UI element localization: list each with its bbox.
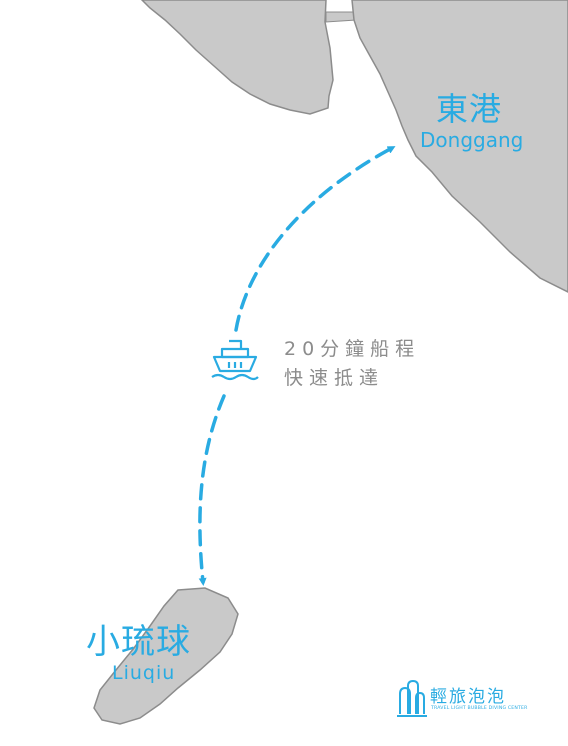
liuqiu-name-zh: 小琉球	[86, 622, 191, 662]
ferry-duration-text: 20分鐘船程	[284, 338, 421, 360]
liuqiu-name-en: Liuqiu	[112, 662, 176, 684]
liuqiu-island-land	[93, 587, 239, 725]
right-mainland-land	[351, 0, 568, 293]
bubble-logo-icon	[397, 680, 427, 717]
donggang-name-en: Donggang	[420, 128, 524, 152]
ferry-route-lower	[198, 394, 226, 586]
brand-tagline: TRAVEL LIGHT BUBBLE DIVING CENTER	[431, 706, 528, 711]
donggang-name-zh: 東港	[436, 90, 503, 128]
ferry-fast-text: 快速抵達	[284, 367, 385, 389]
brand-name: 輕旅泡泡	[430, 687, 506, 707]
left-peninsula-land	[140, 0, 334, 115]
ferry-icon	[211, 339, 259, 381]
brand-logo: 輕旅泡泡 TRAVEL LIGHT BUBBLE DIVING CENTER	[396, 680, 546, 724]
river-strip	[325, 11, 357, 23]
ferry-route-upper	[234, 146, 396, 332]
